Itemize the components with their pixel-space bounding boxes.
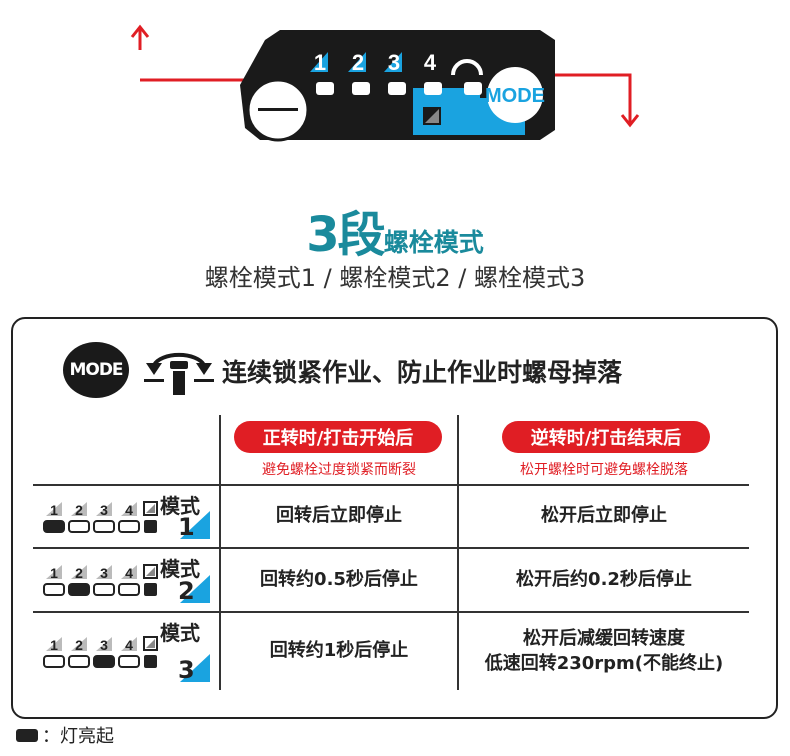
svg-text:2: 2 — [75, 502, 83, 518]
mode-label: 模式 1 — [160, 490, 216, 543]
led-indicator-4: 4 — [118, 636, 140, 668]
forward-behavior: 回转约0.5秒后停止 — [260, 568, 418, 590]
forward-behavior: 回转约1秒后停止 — [269, 640, 409, 662]
forward-behavior: 回转后立即停止 — [276, 505, 402, 527]
speed-icon — [451, 59, 483, 76]
led-indicator-1: 1 — [43, 501, 65, 533]
reverse-behavior: 松开后立即停止 — [541, 505, 667, 527]
panel-digit-4: 4 — [424, 50, 437, 75]
reverse-behavior: 松开后减缓回转速度低速回转230rpm(不能终止) — [484, 628, 724, 674]
panel-digit-3: 3 — [388, 50, 400, 75]
svg-text:4: 4 — [125, 565, 133, 581]
svg-text:3: 3 — [100, 565, 108, 581]
mode-card — [11, 317, 778, 719]
led-pattern: 1 2 3 4 — [43, 635, 158, 668]
legend: ：灯亮起 — [16, 722, 114, 748]
svg-text:3: 3 — [100, 502, 108, 518]
panel-digit-1: 1 — [314, 50, 326, 75]
led-indicator-2: 2 — [68, 636, 90, 668]
led-indicator-4: 4 — [118, 565, 140, 596]
mode-badge: MODE — [63, 342, 129, 398]
led-indicator-1: 1 — [43, 565, 65, 596]
panel-digit-2: 2 — [352, 50, 364, 75]
lit-led-swatch — [16, 728, 38, 742]
svg-text:2: 2 — [75, 637, 83, 653]
control-panel-diagram: MODE 1 2 3 4 — [130, 24, 640, 142]
reverse-header: 逆转时/打击结束后 — [502, 421, 710, 453]
forward-note: 避免螺栓过度锁紧而断裂 — [262, 462, 416, 478]
bolt-rotation-icon — [144, 352, 214, 395]
svg-text:MODE: MODE — [485, 85, 545, 107]
svg-text:1: 1 — [50, 637, 58, 653]
svg-text:3: 3 — [100, 637, 108, 653]
forward-header: 正转时/打击开始后 — [234, 421, 442, 453]
svg-text:2: 2 — [75, 565, 83, 581]
card-heading: 连续锁紧作业、防止作业时螺母掉落 — [222, 358, 623, 387]
led-indicator-1: 1 — [43, 636, 65, 668]
led-indicator-2: 2 — [68, 565, 90, 596]
svg-text:4: 4 — [125, 637, 133, 653]
svg-text:1: 1 — [50, 502, 58, 518]
led-indicator-2: 2 — [68, 501, 90, 533]
red-arrows — [130, 24, 640, 128]
led-pattern: 1 2 3 4 — [43, 564, 158, 596]
page-title: 3段螺栓模式 — [306, 207, 484, 263]
led-indicator-3: 3 — [93, 565, 115, 596]
svg-text:1: 1 — [50, 565, 58, 581]
reverse-note: 松开螺栓时可避免螺栓脱落 — [520, 462, 688, 478]
led-indicator-3: 3 — [93, 501, 115, 533]
mode-button — [487, 67, 543, 123]
mode-label: 模式 2 — [160, 553, 216, 607]
reverse-behavior: 松开后约0.2秒后停止 — [516, 568, 692, 590]
mode-label: 模式 3 — [160, 617, 216, 686]
led-indicator-3: 3 — [93, 636, 115, 668]
svg-text:4: 4 — [125, 502, 133, 518]
page-subtitle: 螺栓模式1 / 螺栓模式2 / 螺栓模式3 — [204, 264, 586, 292]
led-pattern: 1 2 3 4 — [43, 500, 158, 533]
led-indicator-4: 4 — [118, 501, 140, 533]
